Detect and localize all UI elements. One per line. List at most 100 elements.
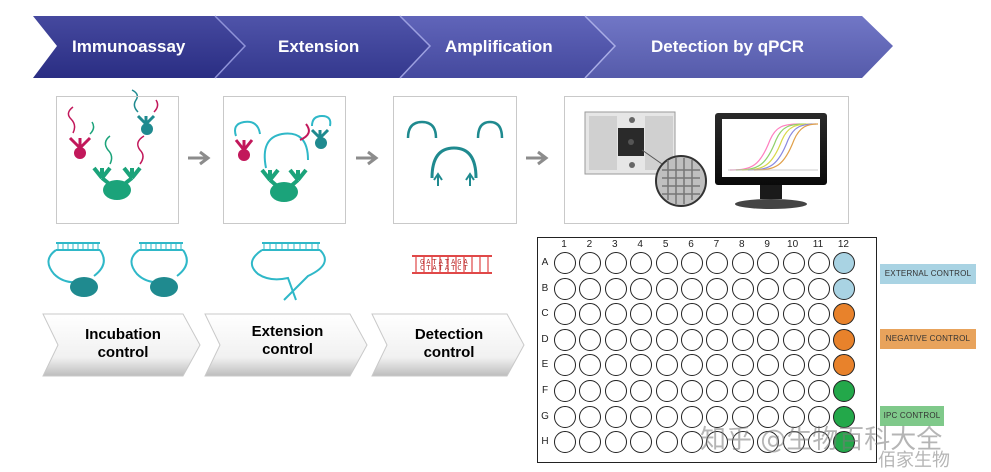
step-label-immunoassay: Immunoassay	[72, 37, 186, 56]
incubation-control-molecules	[47, 242, 188, 297]
plate-row-label: E	[541, 359, 549, 371]
plate-well	[833, 354, 856, 377]
plate-column-label: 4	[637, 239, 643, 250]
plate-well	[655, 354, 678, 377]
plate-well	[833, 252, 856, 274]
plate-row-label: D	[541, 333, 549, 345]
plate-well	[731, 252, 754, 274]
plate-well	[706, 252, 729, 274]
plate-well	[757, 405, 780, 428]
immunoassay-illustration	[67, 89, 159, 200]
plate-well	[554, 354, 576, 377]
plate-well	[579, 431, 602, 454]
plate-well	[808, 328, 830, 351]
plate-well	[604, 354, 627, 377]
plate-well	[833, 380, 856, 402]
plate-well	[808, 277, 830, 300]
legend-ipc-control: IPC CONTROL	[880, 406, 944, 426]
plate-well	[782, 303, 805, 326]
plate-column-label: 12	[837, 239, 849, 250]
plate-column-label: 8	[739, 239, 745, 250]
plate-column-label: 10	[787, 239, 799, 250]
watermark-brand: 佰家生物	[878, 446, 950, 472]
watermark-text: 知乎 @生物百科大全	[700, 425, 943, 455]
plate-row-label: G	[541, 410, 549, 422]
plate-well	[808, 303, 830, 326]
plate-well	[630, 328, 653, 351]
plate-well	[579, 405, 602, 428]
plate-well	[681, 328, 703, 351]
plate-well	[554, 277, 576, 300]
plate-well	[757, 354, 780, 377]
plate-well	[630, 380, 653, 402]
plate-well	[833, 303, 856, 326]
plate-well	[579, 303, 602, 326]
plate-well	[681, 380, 703, 402]
dna-sequence-top: GATATAGA	[420, 258, 470, 266]
plate-column-label: 6	[688, 239, 694, 250]
extension-control-molecule	[251, 242, 326, 301]
plate-well	[808, 354, 830, 377]
plate-well	[706, 354, 729, 377]
plate-well	[808, 431, 830, 454]
plate-well	[579, 354, 602, 377]
plate-well	[655, 303, 678, 326]
plate-column-label: 9	[764, 239, 770, 250]
plate-well	[782, 277, 805, 300]
plate-well	[757, 303, 780, 326]
plate-column-label: 2	[586, 239, 593, 250]
gfp-label: GFP	[154, 265, 173, 275]
plate-well	[808, 405, 830, 428]
plate-well	[731, 328, 754, 351]
plate-well	[782, 328, 805, 351]
plate-well	[655, 277, 678, 300]
plate-well	[655, 380, 678, 402]
plate-well	[706, 277, 729, 300]
plate-well	[833, 328, 856, 351]
plate-well	[604, 277, 627, 300]
plate-well	[782, 252, 805, 274]
plate-well	[731, 431, 754, 454]
plate-well	[630, 431, 653, 454]
arrow-right-icon	[188, 150, 211, 166]
plate-well	[604, 431, 627, 454]
plate-well	[554, 303, 576, 326]
plate-column-label: 7	[713, 239, 720, 250]
plate-well	[604, 328, 627, 351]
plate-well	[731, 277, 754, 300]
step-label-detection: Detection by qPCR	[651, 37, 805, 56]
plate-column-label: 3	[612, 239, 618, 250]
plate-well	[554, 328, 576, 351]
plate-well	[579, 277, 602, 300]
plate-row-label: A	[541, 257, 549, 268]
arrow-right-icon	[526, 150, 549, 166]
plate-well	[757, 277, 780, 300]
plate-well	[731, 354, 754, 377]
plate-well	[757, 328, 780, 351]
plate-well	[782, 380, 805, 402]
legend-negative-control: NEGATIVE CONTROL	[880, 329, 976, 349]
plate-well	[681, 303, 703, 326]
plate-column-label: 1	[561, 239, 567, 250]
step-label-extension: Extension	[278, 37, 360, 56]
chevron-detection-control	[371, 313, 525, 377]
plate-well	[706, 431, 729, 454]
plate-well	[655, 431, 678, 454]
plate-well	[808, 380, 830, 402]
plate-well	[630, 252, 653, 274]
plate-column-label: 5	[662, 239, 669, 250]
plate-well	[554, 405, 576, 428]
plate-well	[782, 405, 805, 428]
plate-well	[833, 277, 856, 300]
plate-well	[655, 328, 678, 351]
plate-well	[681, 252, 703, 274]
plate-row-label: H	[541, 436, 549, 448]
plate-well	[604, 252, 627, 274]
plate-well	[782, 431, 805, 454]
plate-well	[630, 303, 653, 326]
